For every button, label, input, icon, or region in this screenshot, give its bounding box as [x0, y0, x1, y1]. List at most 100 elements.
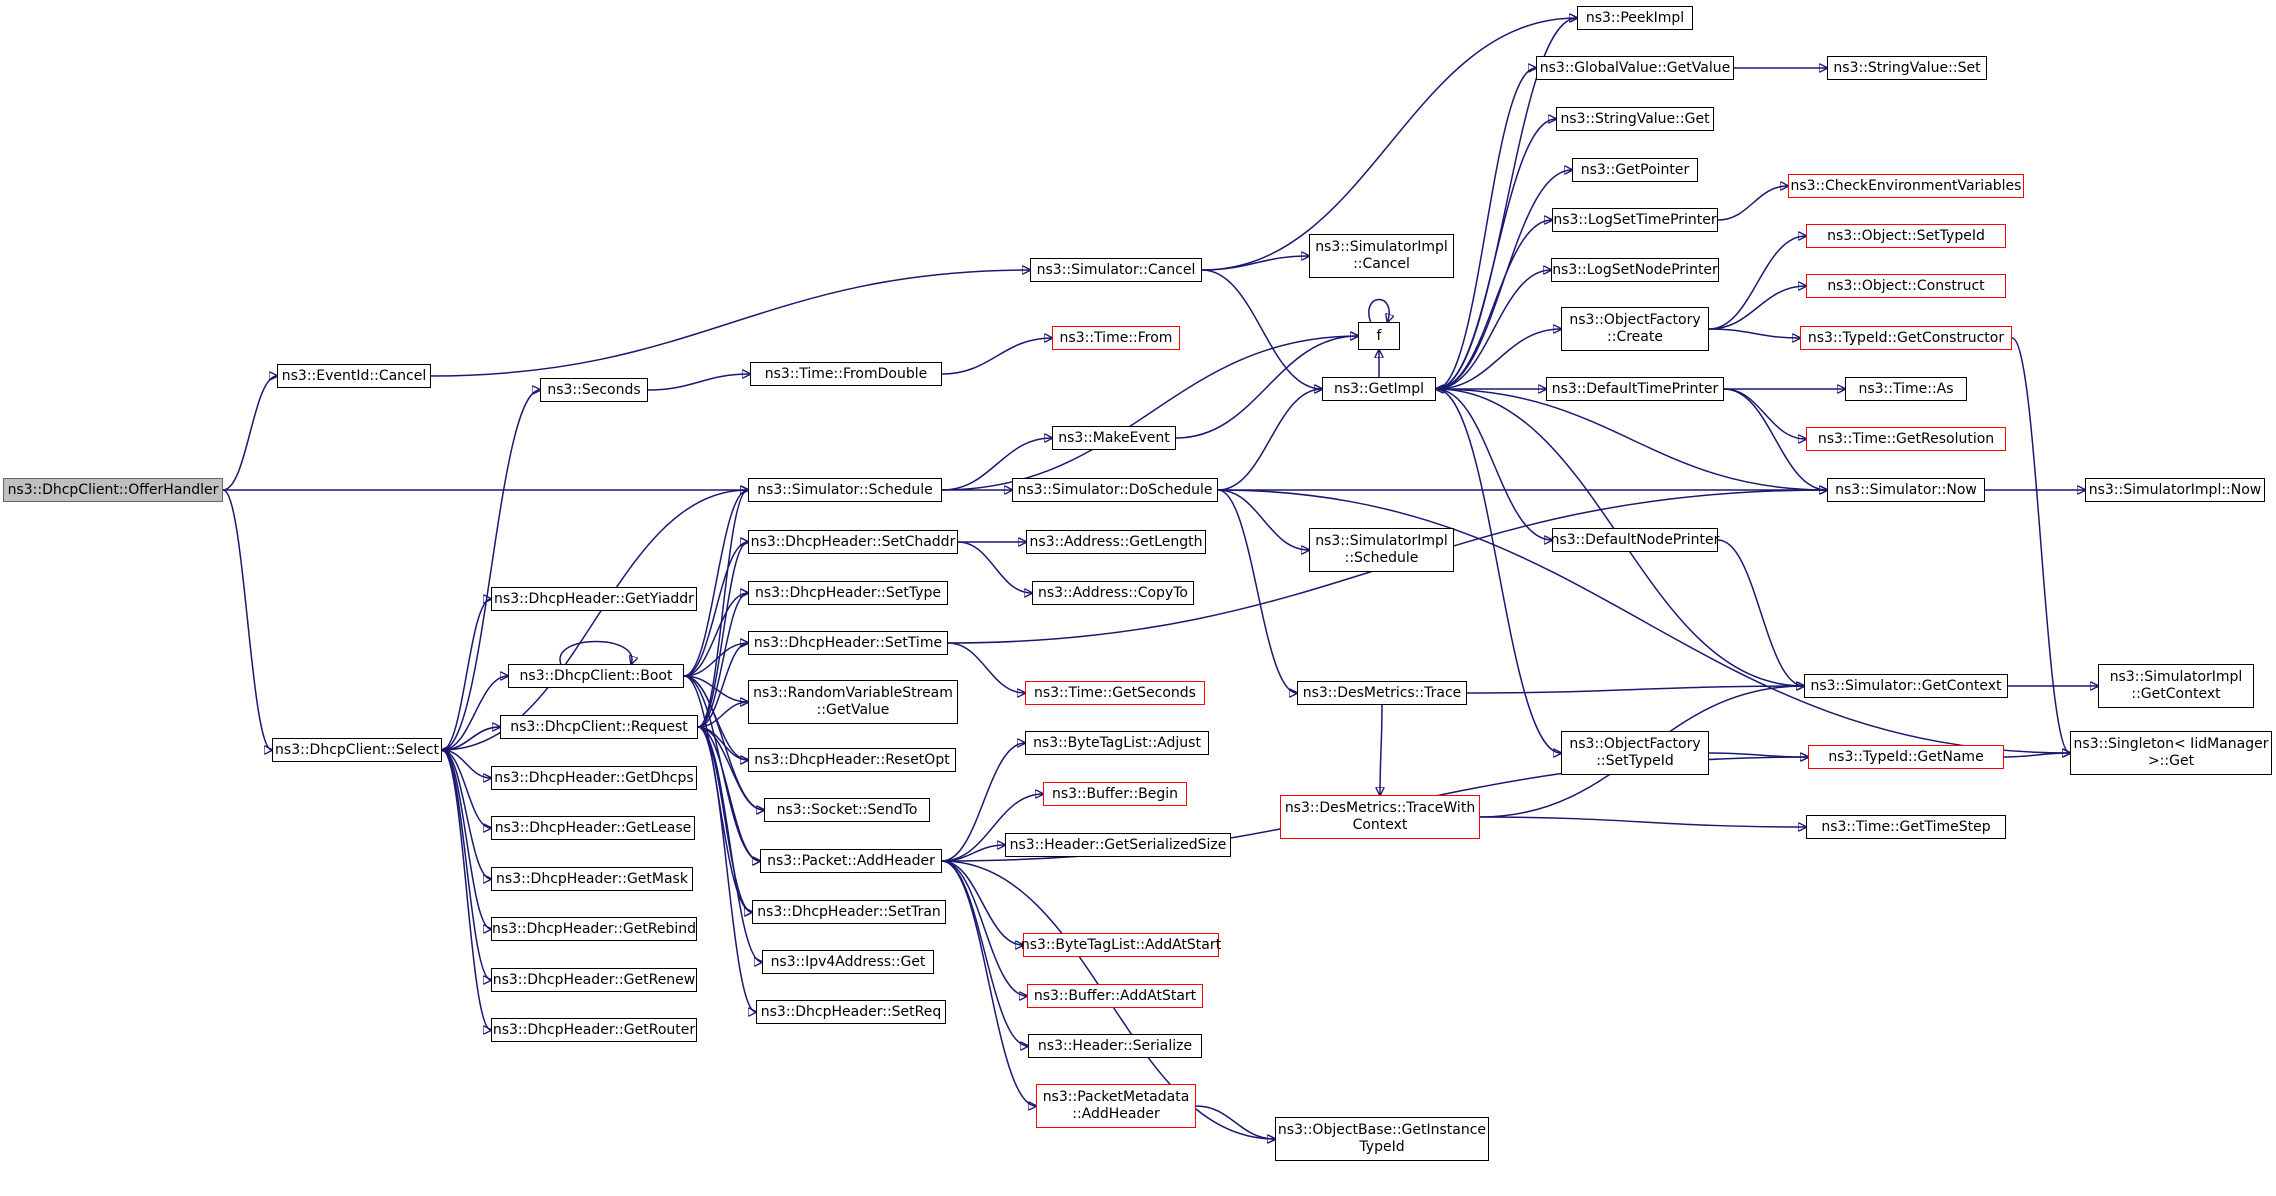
edge-select-to-getrenew: [441, 749, 491, 980]
node-buffer-begin[interactable]: ns3::Buffer::Begin: [1043, 782, 1187, 806]
node-defaultnodeprinter[interactable]: ns3::DefaultNodePrinter: [1551, 528, 1719, 552]
edge-makeevent-to-f: [1175, 336, 1358, 439]
node-boot[interactable]: ns3::DhcpClient::Boot: [508, 664, 684, 688]
node-getrouter[interactable]: ns3::DhcpHeader::GetRouter: [491, 1018, 697, 1042]
node-logsettimeprinter[interactable]: ns3::LogSetTimePrinter: [1552, 208, 1718, 232]
node-schedule[interactable]: ns3::Simulator::Schedule: [748, 478, 942, 502]
edge-select-to-getrouter: [441, 749, 491, 1030]
node-f[interactable]: f: [1358, 322, 1400, 350]
node-peekimpl[interactable]: ns3::PeekImpl: [1577, 6, 1693, 30]
node-setchaddr[interactable]: ns3::DhcpHeader::SetChaddr: [748, 530, 958, 554]
edge-select-to-getmask: [441, 749, 491, 879]
node-object-settypeid[interactable]: ns3::Object::SetTypeId: [1806, 224, 2006, 248]
edge-logsettimeprinter-to-checkenv: [1717, 186, 1788, 221]
edge-f-to-f: [1368, 298, 1389, 323]
node-addr-getlength[interactable]: ns3::Address::GetLength: [1026, 530, 1206, 554]
edge-select-to-getyiaddr: [441, 599, 491, 751]
node-time-gettimestep[interactable]: ns3::Time::GetTimeStep: [1806, 815, 2006, 839]
node-select[interactable]: ns3::DhcpClient::Select: [272, 738, 442, 762]
node-sendto[interactable]: ns3::Socket::SendTo: [764, 798, 930, 822]
node-fromdouble[interactable]: ns3::Time::FromDouble: [750, 362, 942, 386]
node-sim-getcontext[interactable]: ns3::Simulator::GetContext: [1804, 674, 2008, 698]
node-pm-addheader[interactable]: ns3::PacketMetadata ::AddHeader: [1036, 1084, 1196, 1128]
node-getrenew[interactable]: ns3::DhcpHeader::GetRenew: [491, 968, 697, 992]
node-settype[interactable]: ns3::DhcpHeader::SetType: [748, 581, 948, 605]
node-hdr-serialize[interactable]: ns3::Header::Serialize: [1028, 1034, 1202, 1058]
node-simimpl-now[interactable]: ns3::SimulatorImpl::Now: [2085, 478, 2265, 502]
node-btl-addatstart[interactable]: ns3::ByteTagList::AddAtStart: [1021, 933, 1221, 957]
node-hdr-getsize[interactable]: ns3::Header::GetSerializedSize: [1005, 833, 1231, 857]
node-time-as[interactable]: ns3::Time::As: [1845, 377, 1967, 401]
edge-doschedule-to-getimpl: [1217, 389, 1322, 491]
node-simimpl-getcontext[interactable]: ns3::SimulatorImpl ::GetContext: [2098, 664, 2254, 708]
edge-pm-addheader-to-objbase-getinstancetypeid: [1195, 1105, 1275, 1139]
edge-sim-now-to-getimpl: [1436, 389, 1828, 491]
node-seconds[interactable]: ns3::Seconds: [540, 378, 648, 402]
node-setreq[interactable]: ns3::DhcpHeader::SetReq: [756, 1000, 946, 1024]
node-stringvalue-set[interactable]: ns3::StringValue::Set: [1827, 56, 1987, 80]
edge-doschedule-to-desmetrics-trace: [1217, 489, 1297, 693]
node-buffer-addatstart[interactable]: ns3::Buffer::AddAtStart: [1027, 984, 1203, 1008]
edge-objectfactory-create-to-object-settypeid: [1708, 236, 1806, 330]
edge-request-to-ipv4-get: [697, 726, 762, 962]
edge-addheader-to-btl-addatstart: [941, 860, 1023, 945]
node-simimpl-cancel[interactable]: ns3::SimulatorImpl ::Cancel: [1309, 234, 1454, 278]
node-desmetrics-trace[interactable]: ns3::DesMetrics::Trace: [1297, 681, 1467, 705]
node-getdhcps[interactable]: ns3::DhcpHeader::GetDhcps: [491, 766, 697, 790]
node-getyiaddr[interactable]: ns3::DhcpHeader::GetYiaddr: [491, 587, 697, 611]
edge-getimpl-to-objectfactory-create: [1435, 329, 1561, 390]
node-globalvalue-getvalue[interactable]: ns3::GlobalValue::GetValue: [1536, 56, 1734, 80]
node-settran[interactable]: ns3::DhcpHeader::SetTran: [752, 900, 946, 924]
node-eventid-cancel[interactable]: ns3::EventId::Cancel: [277, 364, 431, 388]
node-settime[interactable]: ns3::DhcpHeader::SetTime: [748, 631, 948, 655]
edge-boot-to-boot: [559, 640, 632, 665]
edge-request-to-addheader: [697, 726, 760, 861]
node-stringvalue-get[interactable]: ns3::StringValue::Get: [1556, 107, 1714, 131]
node-rvs-getvalue[interactable]: ns3::RandomVariableStream ::GetValue: [748, 680, 958, 724]
node-typeid-getname[interactable]: ns3::TypeId::GetName: [1808, 745, 2004, 769]
node-resetopt[interactable]: ns3::DhcpHeader::ResetOpt: [748, 748, 956, 772]
node-addr-copyto[interactable]: ns3::Address::CopyTo: [1032, 581, 1194, 605]
node-btl-adjust[interactable]: ns3::ByteTagList::Adjust: [1025, 731, 1209, 755]
node-doschedule[interactable]: ns3::Simulator::DoSchedule: [1012, 478, 1218, 502]
node-time-from[interactable]: ns3::Time::From: [1052, 326, 1180, 350]
edge-select-to-getrebind: [441, 749, 491, 929]
node-singleton-get[interactable]: ns3::Singleton< IidManager >::Get: [2070, 731, 2272, 775]
node-getimpl[interactable]: ns3::GetImpl: [1322, 377, 1436, 401]
edge-getimpl-to-stringvalue-get: [1435, 119, 1556, 390]
node-defaulttimeprinter[interactable]: ns3::DefaultTimePrinter: [1546, 377, 1724, 401]
node-addheader[interactable]: ns3::Packet::AddHeader: [760, 849, 942, 873]
node-request[interactable]: ns3::DhcpClient::Request: [500, 715, 698, 739]
node-logsetnodeprinter[interactable]: ns3::LogSetNodePrinter: [1551, 258, 1719, 282]
edge-boot-to-settype: [683, 593, 748, 677]
node-makeevent[interactable]: ns3::MakeEvent: [1052, 426, 1176, 450]
node-simimpl-schedule[interactable]: ns3::SimulatorImpl ::Schedule: [1309, 528, 1454, 572]
node-time-getseconds[interactable]: ns3::Time::GetSeconds: [1025, 681, 1205, 705]
edge-sim-cancel-to-peekimpl: [1201, 18, 1577, 271]
edge-eventid-cancel-to-sim-cancel: [430, 270, 1030, 377]
node-getpointer[interactable]: ns3::GetPointer: [1572, 158, 1698, 182]
edge-boot-to-schedule: [683, 490, 748, 677]
edge-addheader-to-pm-addheader: [941, 860, 1036, 1106]
node-ipv4-get[interactable]: ns3::Ipv4Address::Get: [762, 950, 934, 974]
node-checkenv[interactable]: ns3::CheckEnvironmentVariables: [1788, 174, 2024, 198]
node-getmask[interactable]: ns3::DhcpHeader::GetMask: [491, 867, 693, 891]
edge-addheader-to-btl-adjust: [941, 743, 1025, 862]
node-desmetrics-tracewithcontext[interactable]: ns3::DesMetrics::TraceWith Context: [1280, 795, 1480, 839]
edge-schedule-to-makeevent: [941, 438, 1052, 491]
edge-select-to-boot: [441, 676, 508, 751]
node-objectfactory-settypeid[interactable]: ns3::ObjectFactory ::SetTypeId: [1561, 731, 1709, 775]
node-object-construct[interactable]: ns3::Object::Construct: [1806, 274, 2006, 298]
edge-addheader-to-hdr-serialize: [941, 860, 1028, 1046]
edge-request-to-schedule: [697, 490, 748, 728]
node-objectfactory-create[interactable]: ns3::ObjectFactory ::Create: [1561, 307, 1709, 351]
node-objbase-getinstancetypeid[interactable]: ns3::ObjectBase::GetInstance TypeId: [1275, 1117, 1489, 1161]
edge-addheader-to-buffer-addatstart: [941, 860, 1027, 996]
node-typeid-getconstructor[interactable]: ns3::TypeId::GetConstructor: [1800, 326, 2012, 350]
node-sim-now[interactable]: ns3::Simulator::Now: [1827, 478, 1985, 502]
node-getrebind[interactable]: ns3::DhcpHeader::GetRebind: [491, 917, 697, 941]
node-time-getresolution[interactable]: ns3::Time::GetResolution: [1806, 427, 2006, 451]
node-sim-cancel[interactable]: ns3::Simulator::Cancel: [1030, 258, 1202, 282]
node-getlease[interactable]: ns3::DhcpHeader::GetLease: [491, 816, 695, 840]
